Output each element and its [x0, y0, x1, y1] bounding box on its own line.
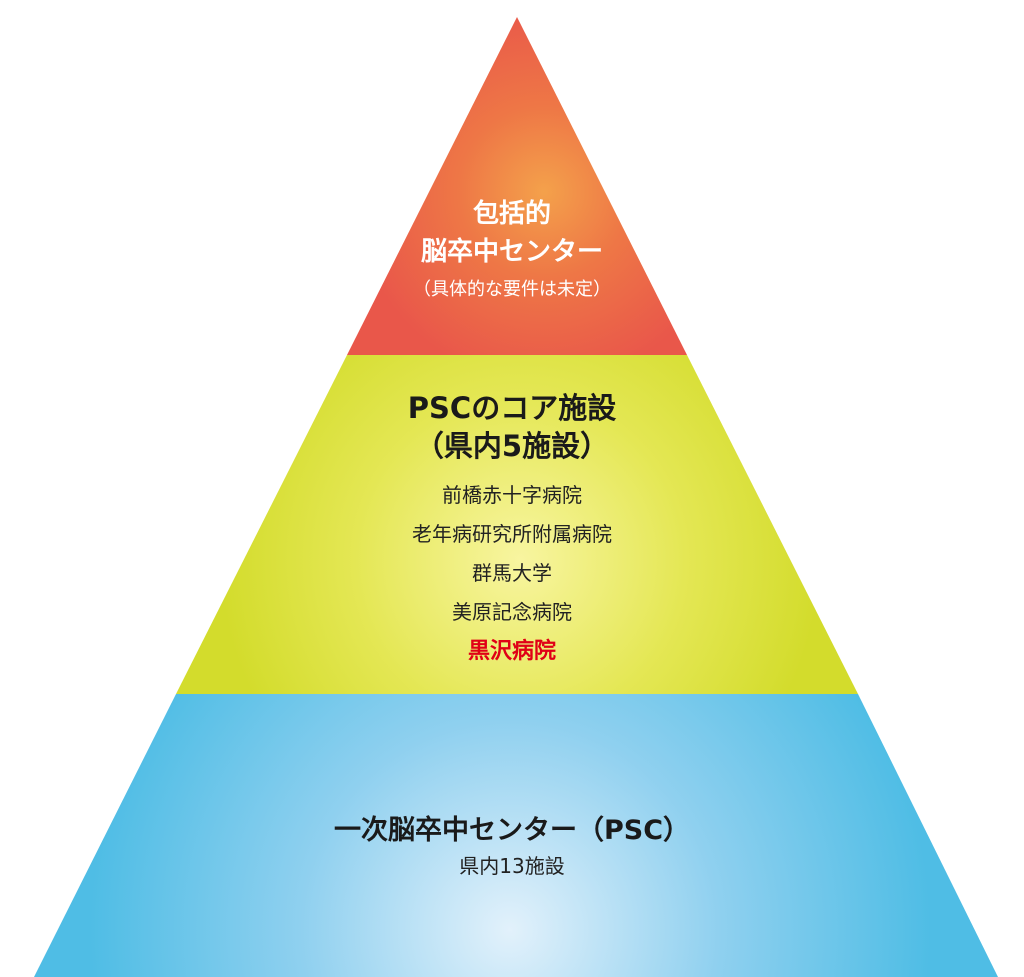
- pyramid-middle-tier: [176, 355, 858, 694]
- facility-item: 美原記念病院: [452, 600, 572, 624]
- middle-tier-title-line2: （県内5施設）: [414, 429, 610, 463]
- top-tier-note: （具体的な要件は未定）: [413, 279, 611, 300]
- facility-item: 前橋赤十字病院: [442, 483, 582, 507]
- middle-tier-title-line1: PSCのコア施設: [407, 391, 617, 425]
- facility-item-highlighted: 黒沢病院: [467, 639, 556, 664]
- top-tier-title-line2: 脳卒中センター: [420, 237, 603, 267]
- core-facility-list: 前橋赤十字病院 老年病研究所附属病院 群馬大学 美原記念病院 黒沢病院: [0, 476, 1024, 671]
- pyramid-bottom-tier: [34, 694, 998, 977]
- top-tier-title-line1: 包括的: [472, 199, 551, 229]
- pyramid-top-tier: [347, 17, 687, 355]
- bottom-tier-title: 一次脳卒中センター（PSC）: [333, 815, 691, 846]
- bottom-tier-note: 県内13施設: [459, 854, 565, 878]
- facility-item: 老年病研究所附属病院: [412, 522, 612, 546]
- facility-item: 群馬大学: [472, 561, 552, 585]
